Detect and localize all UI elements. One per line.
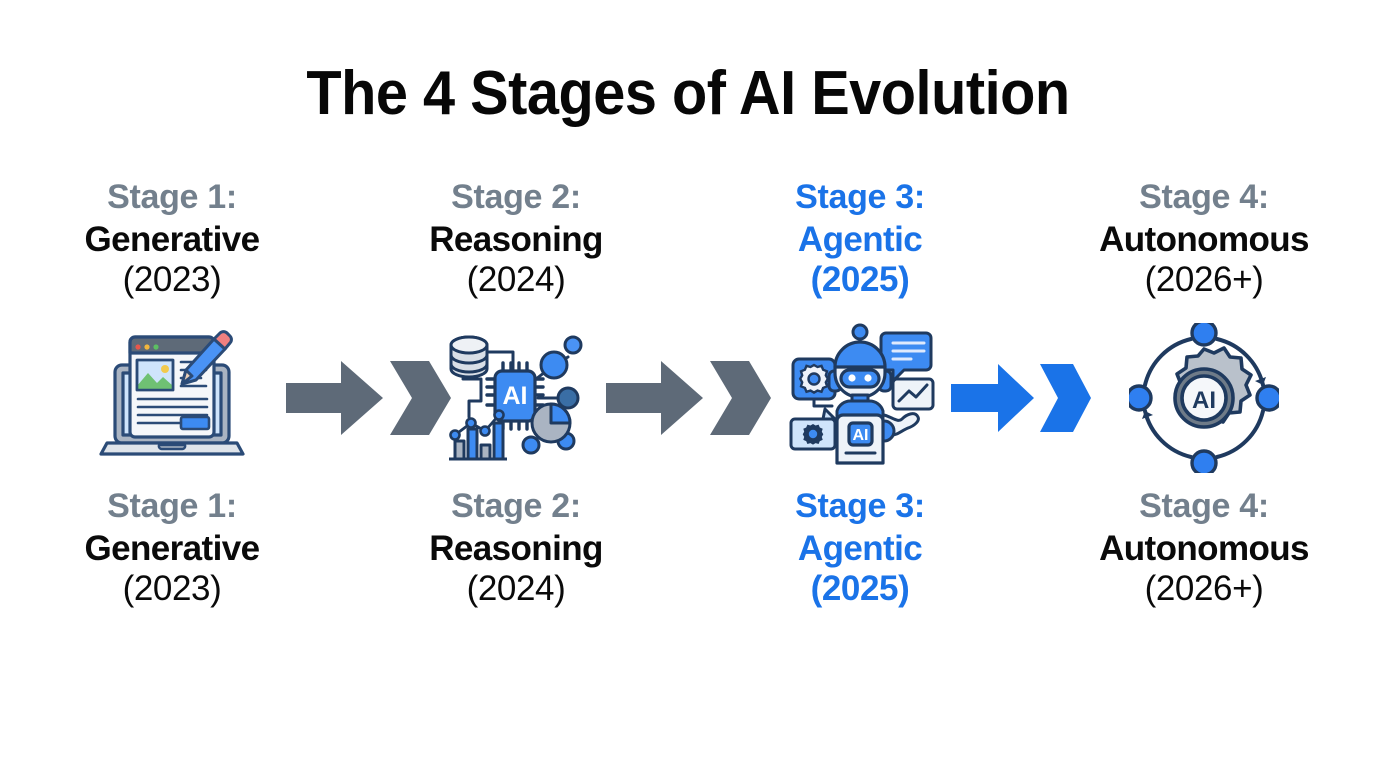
chip-ai-text: AI [503,382,528,410]
stage-name-label: Agentic [797,220,923,259]
stage-name-label: Autonomous [1099,220,1309,259]
stage-year-label: (2023) [122,569,222,608]
gear-ai-text: AI [1192,387,1216,414]
stage-number-label: Stage 3: [795,487,925,525]
stage-label-3-bottom: Stage 3: Agentic (2025) [688,489,1032,606]
stage-number-label: Stage 2: [451,178,581,216]
stage-number-label: Stage 2: [451,487,581,525]
stage-number-label: Stage 1: [107,487,237,525]
stage-label-4-top: Stage 4: Autonomous (2026+) [1032,180,1376,297]
stage-number-label: Stage 4: [1139,487,1269,525]
robot-badge-ai-text: AI [853,427,869,444]
stage-year-label: (2025) [810,569,910,608]
stage-year-label: (2024) [466,569,566,608]
stage-year-label: (2026+) [1144,260,1264,299]
stage-name-label: Agentic [797,529,923,568]
arrow-stage2-to-stage3 [602,318,774,478]
stage-year-label: (2023) [122,260,222,299]
stage-icon-cell-1 [0,318,344,478]
stage-icon-cell-2: AI [344,318,688,478]
stage-name-label: Reasoning [429,220,603,259]
arrow-stage3-to-stage4 [946,318,1096,478]
laptop-content-generation-icon [99,330,245,456]
stage-name-label: Generative [84,220,261,259]
stage-label-4-bottom: Stage 4: Autonomous (2026+) [1032,489,1376,606]
stage-number-label: Stage 4: [1139,178,1269,216]
ai-gear-autonomous-loop-icon: AI [1129,323,1279,473]
stage-name-label: Generative [84,529,261,568]
double-chevron-arrow-icon [285,361,451,435]
stage-icons-row: AI [0,318,1376,478]
double-chevron-arrow-icon [605,361,771,435]
stage-labels-bottom-row: Stage 1: Generative (2023) Stage 2: Reas… [0,489,1376,606]
stage-year-label: (2024) [466,260,566,299]
stage-number-label: Stage 1: [107,178,237,216]
stage-icon-cell-3: AI [688,318,1032,478]
stage-year-label: (2026+) [1144,569,1264,608]
stage-label-1-top: Stage 1: Generative (2023) [0,180,344,297]
page-title: The 4 Stages of AI Evolution [306,59,1070,128]
stage-number-label: Stage 3: [795,178,925,216]
stage-name-label: Autonomous [1099,529,1309,568]
double-chevron-arrow-icon [951,364,1091,432]
stage-label-2-bottom: Stage 2: Reasoning (2024) [344,489,688,606]
ai-chip-data-network-icon: AI [449,335,583,461]
stage-label-2-top: Stage 2: Reasoning (2024) [344,180,688,297]
ai-robot-agent-icon: AI [789,323,935,465]
stage-year-label: (2025) [810,260,910,299]
stage-label-1-bottom: Stage 1: Generative (2023) [0,489,344,606]
stage-label-3-top: Stage 3: Agentic (2025) [688,180,1032,297]
arrow-stage1-to-stage2 [282,318,454,478]
stage-icon-cell-4: AI [1032,318,1376,478]
stage-name-label: Reasoning [429,529,603,568]
stage-labels-top-row: Stage 1: Generative (2023) Stage 2: Reas… [0,180,1376,297]
